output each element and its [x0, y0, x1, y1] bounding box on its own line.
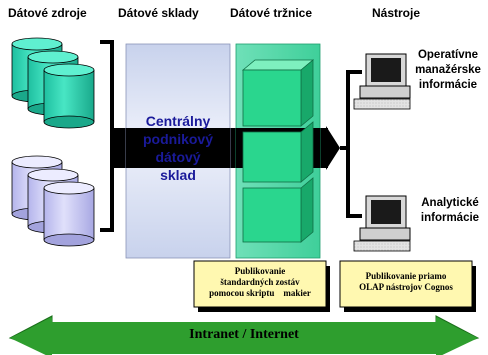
warehouse-label-line: sklad — [160, 167, 196, 183]
tool-label-line: Operatívne — [417, 49, 479, 61]
header-data-marts: Dátové tržnice — [230, 6, 313, 20]
data-sources-bottom — [11, 155, 95, 247]
header-data-warehouses: Dátové sklady — [118, 6, 199, 20]
central-warehouse-label: Centrálny podnikový dátový sklad — [128, 112, 228, 184]
publish-text-line: pomocou skriptu makier — [209, 288, 311, 298]
warehouse-label-line: dátový — [155, 149, 201, 165]
publish-text-scripts: Publikovanie štandardných zostáv pomocou… — [194, 266, 326, 299]
network-arrow-right-head — [436, 318, 478, 355]
database-icon — [43, 181, 95, 247]
tool-label-line: Analytické — [421, 197, 479, 209]
tool-label-line: informácie — [418, 79, 478, 91]
publish-text-line: OLAP nástrojov Cognos — [359, 282, 453, 292]
data-marts-column — [235, 43, 321, 259]
data-mart-cube — [241, 59, 315, 127]
publish-box-scripts — [193, 260, 330, 312]
publish-text-line: Publikovanie priamo — [365, 271, 447, 281]
tools-connector — [340, 70, 362, 218]
tool-label-analytical: Analytické informácie — [414, 196, 486, 226]
warehouse-label-line: podnikový — [142, 131, 213, 147]
publish-text-olap: Publikovanie priamo OLAP nástrojov Cogno… — [340, 271, 472, 293]
tool-label-line: manažérske — [415, 64, 481, 76]
header-data-sources: Dátové zdroje — [8, 6, 87, 20]
warehouse-label-line: Centrálny — [145, 113, 211, 129]
computer-icon — [353, 53, 411, 110]
network-arrow-left-head — [10, 318, 52, 355]
header-tools: Nástroje — [372, 6, 421, 20]
publish-text-line: Publikovanie — [234, 266, 286, 276]
computer-icon — [353, 195, 411, 252]
data-mart-cube — [242, 121, 314, 183]
warehouse-flow-band — [126, 128, 230, 168]
tool-label-line: informácie — [420, 212, 480, 224]
network-label: Intranet / Internet — [189, 327, 299, 342]
database-icon — [43, 63, 95, 129]
tool-label-operational: Operatívne manažérske informácie — [410, 48, 486, 93]
publish-text-line: štandardných zostáv — [220, 277, 300, 287]
data-mart-cube — [242, 177, 314, 243]
publish-box-olap — [339, 260, 476, 312]
network-arrow-body — [50, 322, 438, 354]
data-sources-top — [11, 37, 95, 129]
